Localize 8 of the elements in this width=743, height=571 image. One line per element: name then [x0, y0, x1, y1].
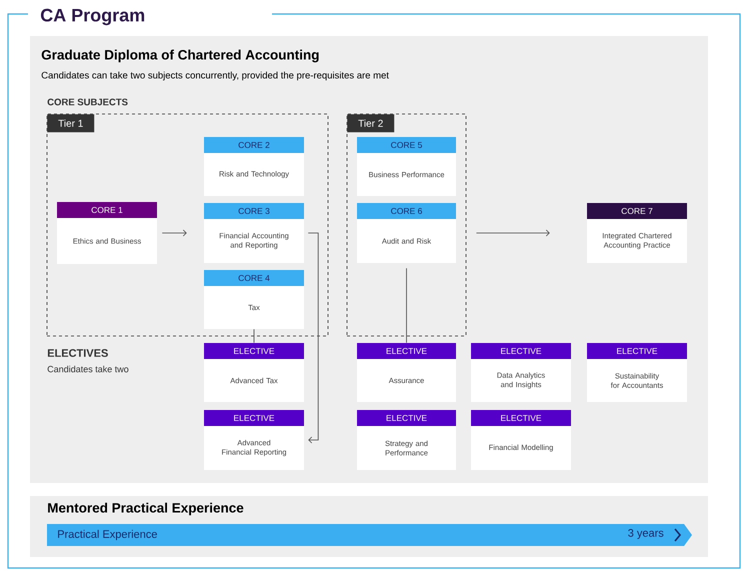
timeline-bar: Practical Experience 3 years [47, 524, 692, 546]
arrow [308, 232, 319, 444]
arrow [476, 230, 550, 236]
page-title: CA Program [40, 8, 144, 26]
note-text: Candidates take two [48, 366, 128, 372]
section-heading: CORE SUBJECTS [48, 98, 128, 106]
section-heading: ELECTIVES [48, 349, 108, 357]
arrow [162, 230, 187, 236]
